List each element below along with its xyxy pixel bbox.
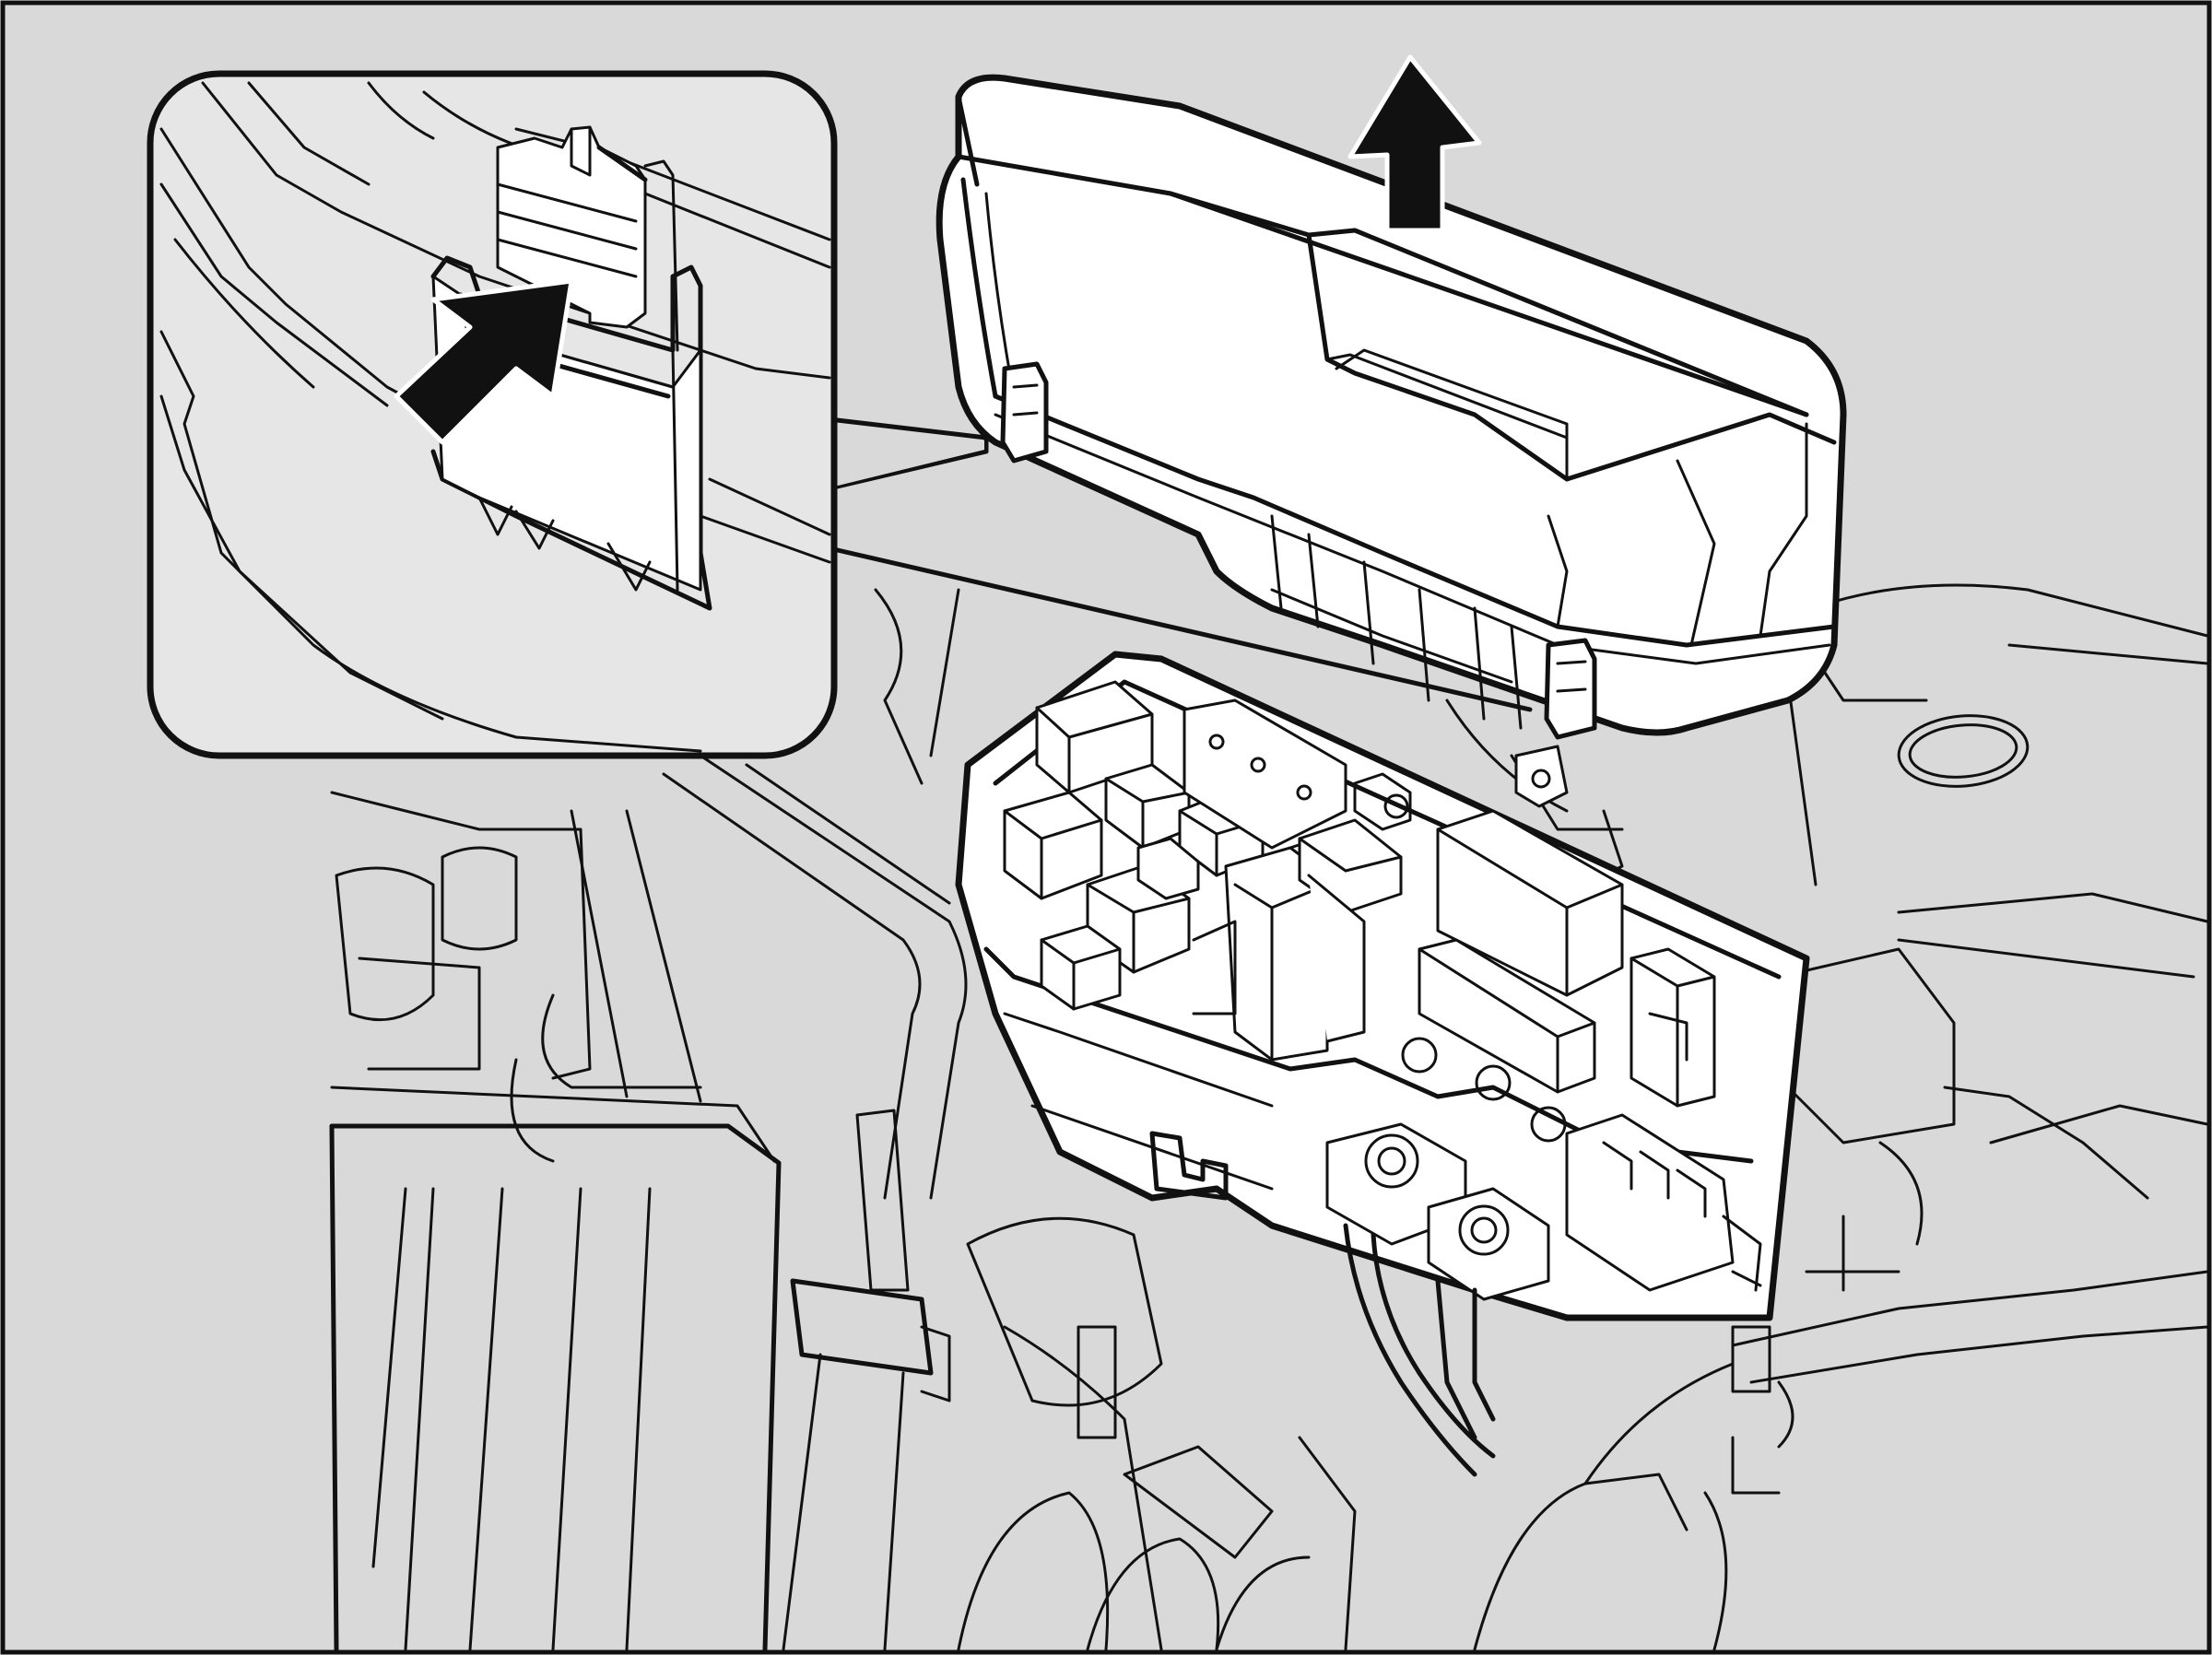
arrow-up-right-icon [394, 278, 574, 445]
callout-connector [827, 417, 1533, 712]
fuse-box-base [955, 651, 1810, 1477]
engine-bay [329, 583, 2209, 1652]
latch-detail-inset [147, 70, 838, 759]
fuse-box-cover [935, 74, 1847, 740]
callout-connector-fill [834, 424, 984, 487]
arrow-up-icon [1347, 54, 1482, 233]
